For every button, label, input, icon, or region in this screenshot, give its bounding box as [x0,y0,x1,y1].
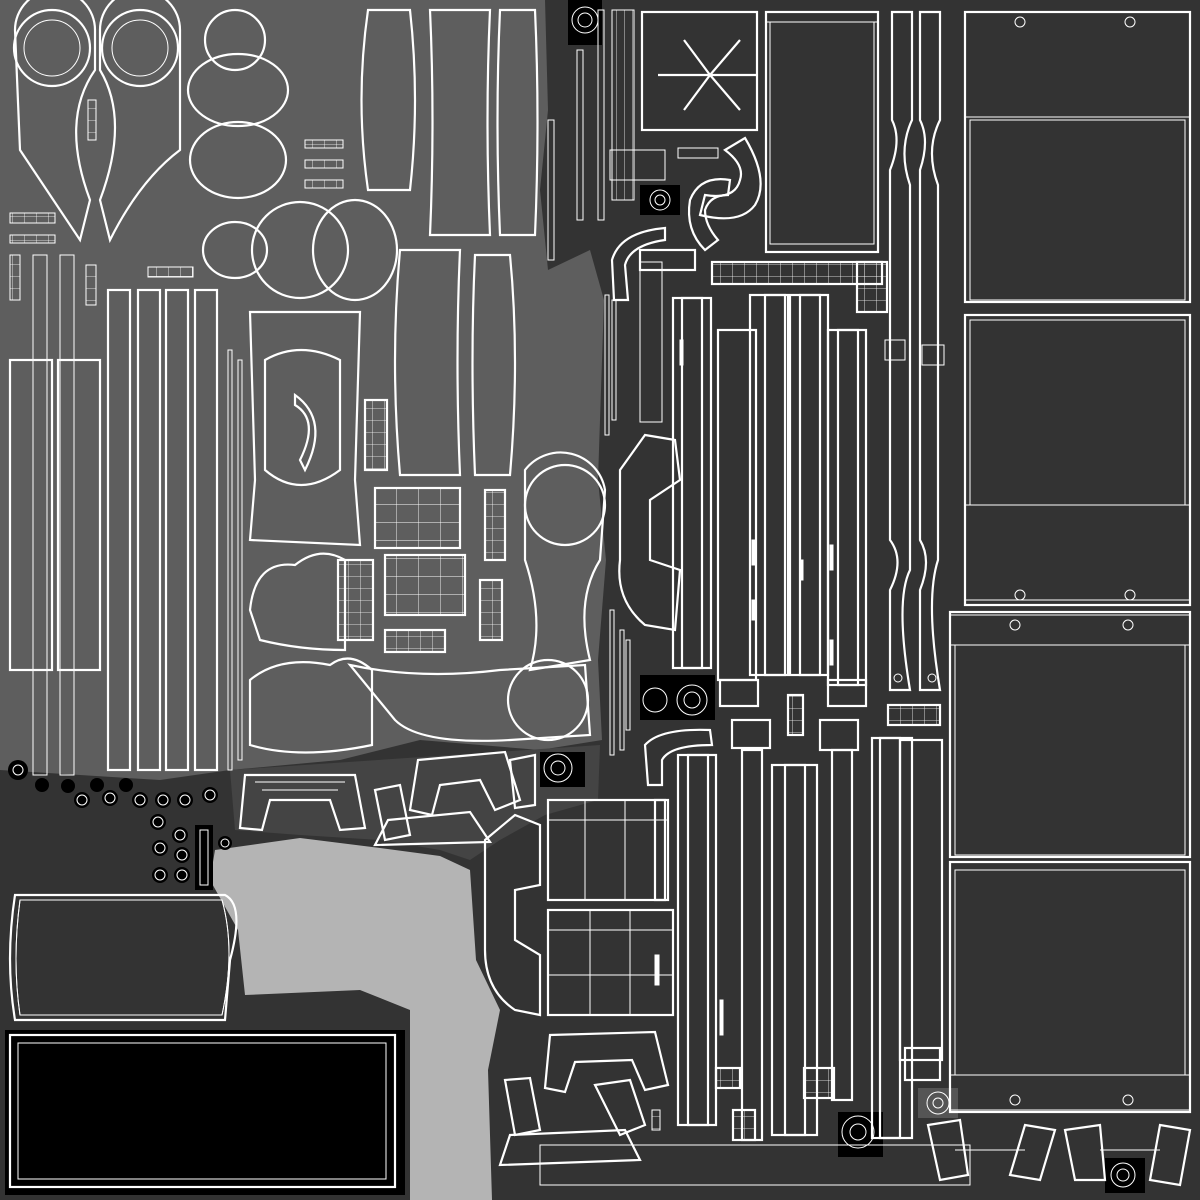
pale-island-region [210,838,500,1200]
uv-large-panels-right [948,10,1192,1114]
uv-curved-pipes [610,136,762,787]
uv-island-barrel-bottom [8,893,238,1022]
uv-strips-top-center [547,9,663,756]
uv-island-trapezoids-bottom [498,1030,1192,1187]
uv-window-panel-top [609,10,880,254]
uv-bolt-heads [8,760,232,890]
black-panel-outline [8,1033,397,1189]
uv-small-pieces-mid [336,398,507,654]
uv-island-ring-pair-left [12,0,182,244]
uv-s-curve-pieces [483,433,682,1017]
black-panel-region [5,1030,405,1195]
uv-island-arches [248,451,607,754]
uv-beams-center [638,248,889,708]
uv-island-curvy-frame [248,310,362,547]
uv-island-barrels-top [360,8,539,477]
black-panel-inner [17,1042,387,1180]
uv-beams-lower [676,693,944,1142]
uv-small-bars [9,99,344,306]
uv-small-ticks [651,339,834,1131]
uv-spools [540,0,1145,1193]
uv-island-strips-left [8,254,243,776]
uv-island-blob-stack [186,8,290,200]
mid-island-band [230,745,600,860]
uv-island-blob-double [201,198,399,302]
uv-island-trapezoids-mid [238,750,537,847]
uv-strap-columns [884,10,945,692]
uv-window-panels-lower [546,798,675,1017]
